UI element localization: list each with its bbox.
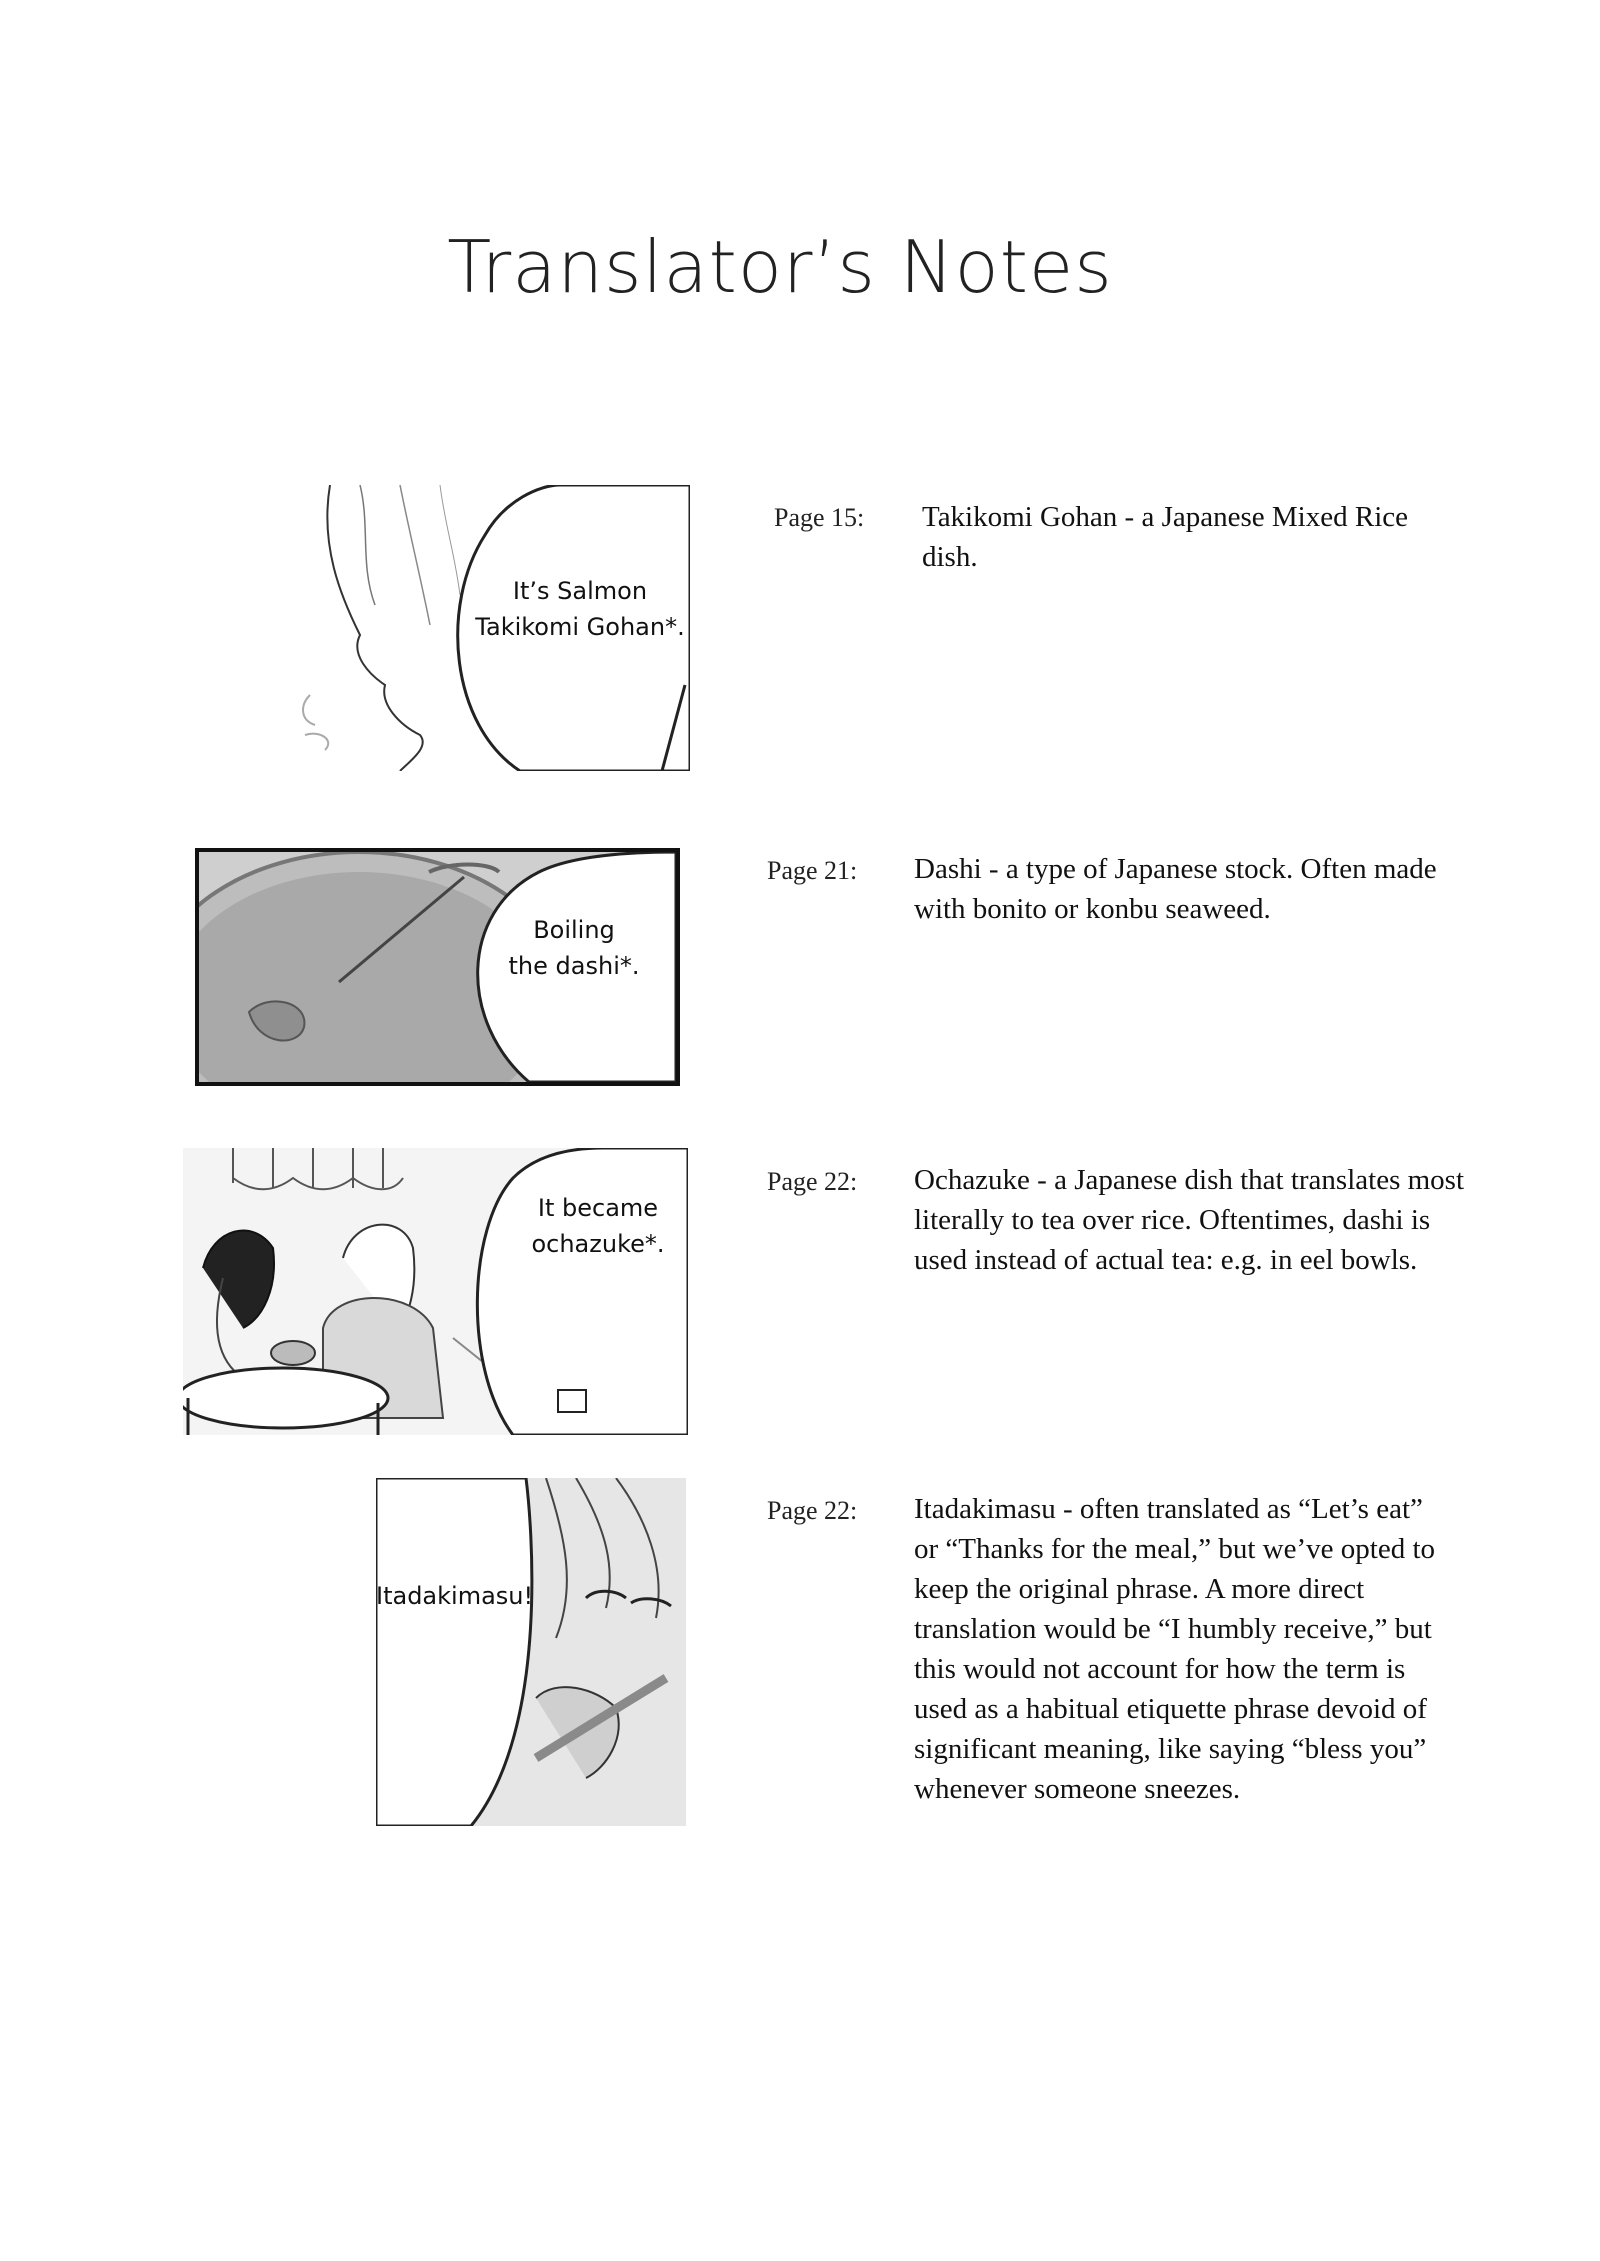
manga-illustration xyxy=(199,852,676,1082)
page-label: Page 22: xyxy=(767,1167,858,1196)
manga-illustration xyxy=(302,485,690,771)
speech-bubble-text: It’s Salmon Takikomi Gohan*. xyxy=(475,577,685,641)
manga-panel-takikomi-gohan: It’s Salmon Takikomi Gohan*. xyxy=(290,485,690,771)
speech-bubble-text: It became ochazuke*. xyxy=(531,1194,665,1258)
note-text: Dashi - a type of Japanese stock. Often … xyxy=(914,853,1437,925)
speech-bubble-text: Itadakimasu! xyxy=(376,1582,534,1610)
manga-panel-dashi: Boiling the dashi*. xyxy=(195,848,680,1086)
page-label: Page 15: xyxy=(774,503,865,532)
page-label: Page 21: xyxy=(767,856,858,885)
note-text: Takikomi Gohan - a Japanese Mixed Rice d… xyxy=(922,501,1408,573)
page-title: Translator’s Notes xyxy=(447,225,1113,309)
note-text: Itadakimasu - often translated as “Let’s… xyxy=(914,1493,1436,1805)
manga-illustration xyxy=(183,1148,688,1435)
manga-illustration xyxy=(376,1478,686,1826)
speech-bubble-text: Boiling the dashi*. xyxy=(508,916,640,980)
manga-panel-itadakimasu: Itadakimasu! xyxy=(376,1478,686,1826)
note-text: Ochazuke - a Japanese dish that translat… xyxy=(914,1164,1465,1276)
manga-panel-ochazuke: It became ochazuke*. xyxy=(183,1148,688,1435)
page-label: Page 22: xyxy=(767,1496,858,1525)
